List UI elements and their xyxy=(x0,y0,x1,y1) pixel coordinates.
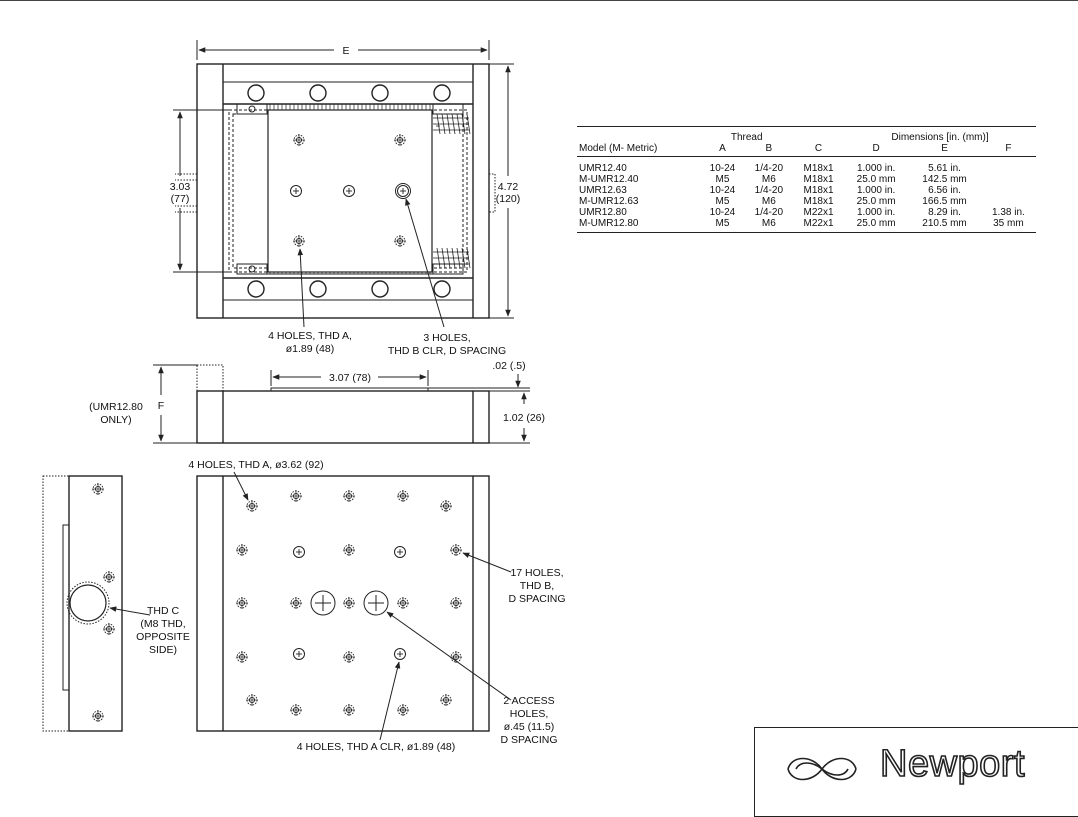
callout-bot-thd-b-2: THD B, xyxy=(520,580,554,592)
col-c: C xyxy=(793,143,844,157)
callout-thd-c-2: (M8 THD, xyxy=(140,618,185,630)
table-cell: 1/4-20 xyxy=(754,163,784,174)
callout-bot-thd-b-3: D SPACING xyxy=(509,593,566,605)
table-cell: M5 xyxy=(715,174,730,185)
callout-access-2: HOLES, xyxy=(510,708,549,720)
table-cell: M22x1 xyxy=(803,207,834,218)
table-cell: M22x1 xyxy=(793,218,844,233)
table-cell: 1.38 in. xyxy=(992,207,1025,218)
callout-top-thd-a-1: 4 HOLES, THD A, xyxy=(268,330,352,342)
table-cell xyxy=(981,196,1036,207)
umr-note-1: (UMR12.80 xyxy=(89,401,143,413)
table-cell: UMR12.63 xyxy=(579,185,627,196)
brand-name: Newport xyxy=(879,742,1025,786)
table-group-header: Thread Dimensions [in. (mm)] xyxy=(577,126,1036,143)
table-cell: M5 xyxy=(715,196,730,207)
table-cell: 10-24 xyxy=(709,163,736,174)
table-cell: M-UMR12.63 xyxy=(579,196,639,207)
table-cell: M6 xyxy=(761,174,776,185)
table-cell: M5 xyxy=(700,218,745,233)
dimensions-group-header: Dimensions [in. (mm)] xyxy=(844,126,1036,143)
umr-note-2: ONLY) xyxy=(100,414,131,426)
dim-303-mm-label: (77) xyxy=(171,193,190,205)
callout-thd-c-4: SIDE) xyxy=(149,644,177,656)
col-d: D xyxy=(844,143,909,157)
table-cell: 6.56 in. xyxy=(928,185,961,196)
callout-access-3: ø.45 (11.5) xyxy=(504,721,555,733)
dim-f-label: F xyxy=(158,400,164,412)
dim-472-label: 4.72 xyxy=(498,181,519,193)
callout-top-thd-a-2: ø1.89 (48) xyxy=(286,343,334,355)
table-cell: 1/4-20 xyxy=(754,185,784,196)
callout-thd-c-3: OPPOSITE xyxy=(136,631,190,643)
end-view: THD C (M8 THD, OPPOSITE SIDE) xyxy=(42,475,190,732)
dim-002-label: .02 (.5) xyxy=(492,360,525,372)
table-cell: UMR12.80 xyxy=(579,207,627,218)
dim-e-label: E xyxy=(342,45,349,57)
table-row: M-UMR12.63 M5 M6 M18x1 25.0 mm 166.5 mm xyxy=(577,196,1036,207)
table-cell: 8.29 in. xyxy=(928,207,961,218)
dimensions-table: Thread Dimensions [in. (mm)] Model (M- M… xyxy=(577,126,1036,233)
side-view: 3.07 (78) F (UMR12.80 ONLY) .02 (.5) 1.0… xyxy=(89,360,545,444)
callout-access-4: D SPACING xyxy=(501,734,558,746)
table-cell: 142.5 mm xyxy=(922,174,967,185)
table-cell: 1.000 in. xyxy=(856,207,896,218)
table-cell: 210.5 mm xyxy=(908,218,981,233)
table-row: UMR12.40 10-24 1/4-20 M18x1 1.000 in. 5.61 in… xyxy=(577,157,1036,175)
callout-access-1: 2 ACCESS xyxy=(503,695,554,707)
table-column-header: Model (M- Metric) A B C D E F xyxy=(577,143,1036,157)
table-row: UMR12.63 10-24 1/4-20 M18x1 1.000 in. 6.56 in… xyxy=(577,185,1036,196)
table-cell: M6 xyxy=(744,218,794,233)
col-model: Model (M- Metric) xyxy=(577,143,701,157)
dim-307-label: 3.07 (78) xyxy=(329,372,371,384)
top-view: E xyxy=(170,40,520,357)
table-row: UMR12.80 10-24 1/4-20 M22x1 1.000 in. 8.29 in… xyxy=(577,207,1036,218)
table-cell: 1.000 in. xyxy=(856,163,896,174)
callout-top-thd-b-2: THD B CLR, D SPACING xyxy=(388,345,506,357)
table-cell xyxy=(981,185,1036,196)
table-cell xyxy=(981,174,1036,185)
table-cell: M-UMR12.80 xyxy=(577,218,701,233)
table-cell: 25.0 mm xyxy=(856,174,896,185)
table-cell: 10-24 xyxy=(709,207,736,218)
table-cell xyxy=(981,157,1036,175)
bottom-view: 4 HOLES, THD A, ø3.62 (92) 17 HOLES, THD… xyxy=(188,459,565,753)
table-cell: M18x1 xyxy=(803,185,834,196)
col-b: B xyxy=(744,143,794,157)
table-cell: M-UMR12.40 xyxy=(579,174,639,185)
col-e: E xyxy=(908,143,981,157)
dim-472-mm-label: (120) xyxy=(496,193,521,205)
table-cell: M18x1 xyxy=(803,174,834,185)
top-border-rule xyxy=(0,0,1078,1)
table-cell: M18x1 xyxy=(803,196,834,207)
callout-bot-thd-a-clr: 4 HOLES, THD A CLR, ø1.89 (48) xyxy=(297,741,456,753)
table-cell: 1.000 in. xyxy=(856,185,896,196)
table-cell: 35 mm xyxy=(980,218,1036,233)
col-a: A xyxy=(700,143,745,157)
thread-group-header: Thread xyxy=(700,126,794,143)
table-cell: 1/4-20 xyxy=(754,207,784,218)
table-row: M-UMR12.40 M5 M6 M18x1 25.0 mm 142.5 mm xyxy=(577,174,1036,185)
table-cell: M6 xyxy=(761,196,776,207)
table-cell: 5.61 in. xyxy=(928,163,961,174)
table-cell: UMR12.40 xyxy=(579,163,627,174)
callout-thd-c-1: THD C xyxy=(147,605,179,617)
callout-top-thd-b-1: 3 HOLES, xyxy=(423,332,470,344)
dim-102-label: 1.02 (26) xyxy=(503,412,545,424)
table-cell: 166.5 mm xyxy=(922,196,967,207)
table-cell: M18x1 xyxy=(803,163,834,174)
newport-swirl-icon xyxy=(787,757,857,781)
table-cell: 25.0 mm xyxy=(856,196,896,207)
table-cell: 10-24 xyxy=(709,185,736,196)
table-cell: 25.0 mm xyxy=(844,218,909,233)
col-f: F xyxy=(980,143,1036,157)
dim-303-label: 3.03 xyxy=(170,181,191,193)
callout-bot-thd-a: 4 HOLES, THD A, ø3.62 (92) xyxy=(188,459,323,471)
callout-bot-thd-b-1: 17 HOLES, xyxy=(510,567,563,579)
